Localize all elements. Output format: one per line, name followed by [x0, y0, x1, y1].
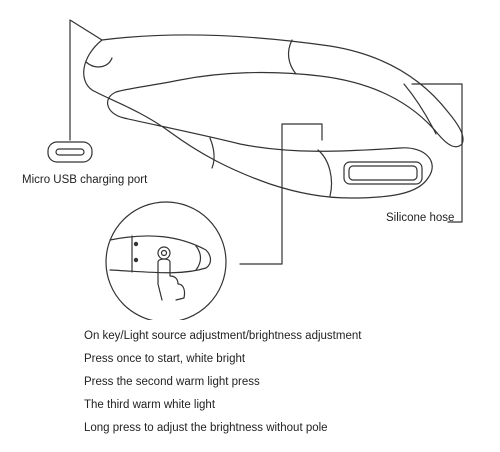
micro-usb-icon: [47, 141, 93, 163]
band-segment-top: [287, 39, 297, 75]
band-segment-front: [317, 149, 333, 197]
band-outline: [83, 34, 464, 199]
band-segment-left: [85, 57, 113, 68]
instruction-line: On key/Light source adjustment/brightnes…: [84, 330, 362, 342]
instruction-line: Press the second warm light press: [84, 376, 260, 388]
finger-icon: [157, 258, 186, 301]
usb-callout-line: [69, 19, 103, 141]
band-segment-mid: [209, 137, 215, 169]
instruction-line: The third warm white light: [84, 399, 216, 411]
hose-callout-line: [411, 83, 463, 223]
light-window-inner: [348, 165, 418, 181]
power-button: [157, 246, 171, 260]
instruction-line: Long press to adjust the brightness with…: [84, 422, 328, 434]
band-segment-right: [403, 83, 437, 135]
product-diagram: [47, 19, 464, 320]
button-callout-line: [239, 123, 323, 265]
instruction-line: Press once to start, white bright: [84, 353, 246, 365]
magnifier-circle: [105, 201, 227, 320]
band-section: [109, 235, 212, 274]
usb-port-label: Micro USB charging port: [22, 174, 148, 186]
light-window: [343, 161, 423, 185]
hose-label: Silicone hose: [386, 212, 455, 224]
